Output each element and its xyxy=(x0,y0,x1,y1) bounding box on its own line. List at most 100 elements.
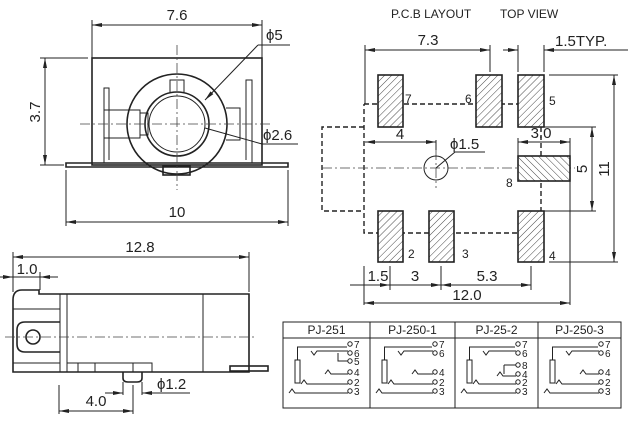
schematic-wire xyxy=(482,350,516,356)
terminal-icon xyxy=(347,379,353,385)
terminal-icon xyxy=(347,388,353,394)
side-view: 12.8 1.0 ϕ1.2 4.0 xyxy=(0,239,269,414)
terminal-label: 7 xyxy=(439,340,445,351)
schematic-wire xyxy=(384,346,432,360)
inner-diameter-label: ϕ2.6 xyxy=(263,127,292,144)
contact-spring xyxy=(381,359,388,384)
terminal-icon xyxy=(347,369,353,375)
schematic-wire xyxy=(300,379,348,385)
pad-8 xyxy=(517,155,571,182)
pin-label: 4 xyxy=(549,249,556,263)
pad-6 xyxy=(475,74,503,128)
terminal-label: 4 xyxy=(522,370,528,381)
terminal-label: 2 xyxy=(439,378,445,389)
terminal-icon xyxy=(515,341,521,347)
terminal-icon xyxy=(432,369,438,375)
hole-offset-dimension: 4 xyxy=(396,126,404,143)
terminal-label: 3 xyxy=(522,387,528,398)
pin-label: 6 xyxy=(465,92,472,106)
terminal-icon xyxy=(347,341,353,347)
schematic-wire xyxy=(460,388,516,394)
hole-diameter-label: ϕ1.5 xyxy=(450,136,479,153)
terminal-label: 4 xyxy=(439,368,445,379)
terminal-icon xyxy=(598,341,604,347)
front-dimension: 1.0 xyxy=(17,261,38,278)
terminal-icon xyxy=(432,388,438,394)
terminal-label: 6 xyxy=(439,349,445,360)
pin-offset-dimension: 4.0 xyxy=(86,393,107,410)
locating-hole xyxy=(423,155,449,181)
overall-width-dimension: 10 xyxy=(169,204,186,221)
schematic-wire xyxy=(496,371,516,377)
outer-diameter-label: ϕ5 xyxy=(266,27,283,44)
terminal-icon xyxy=(515,379,521,385)
terminal-icon xyxy=(515,388,521,394)
terminal-label: 5 xyxy=(354,357,360,368)
schematic-wire xyxy=(288,388,348,394)
pin-label: 7 xyxy=(405,92,412,106)
contact-spring xyxy=(549,359,556,384)
terminal-icon xyxy=(432,379,438,385)
terminal-icon xyxy=(515,362,521,368)
schematic-wire xyxy=(472,379,516,385)
schematic-wire xyxy=(411,369,433,375)
schematic-wire xyxy=(579,369,599,375)
terminal-icon xyxy=(598,350,604,356)
terminal-label: 2 xyxy=(605,378,611,389)
terminal-icon xyxy=(598,388,604,394)
variant-header: PJ-250-1 xyxy=(388,323,437,337)
terminal-label: 6 xyxy=(605,349,611,360)
schematic-wire xyxy=(375,388,433,394)
contact-spring xyxy=(294,359,301,384)
variant-header: PJ-251 xyxy=(307,323,345,337)
terminal-label: 7 xyxy=(605,340,611,351)
pad-2 xyxy=(377,210,404,263)
overall-height-dimension: 11 xyxy=(596,161,613,177)
terminal-icon xyxy=(515,371,521,377)
terminal-label: 3 xyxy=(354,387,360,398)
terminal-label: 6 xyxy=(522,349,528,360)
terminal-label: 2 xyxy=(522,378,528,389)
terminal-label: 2 xyxy=(354,378,360,389)
variants-table: PJ-251765423PJ-250-176423PJ-25-2768423PJ… xyxy=(282,321,622,409)
contact-spring xyxy=(466,359,473,384)
pad8-width-dimension: 3.0 xyxy=(531,125,552,142)
terminal-icon xyxy=(598,369,604,375)
schematic-wire xyxy=(324,369,348,375)
terminal-icon xyxy=(432,341,438,347)
schematic-wire xyxy=(552,346,598,360)
pad-width-dimension: 1.5TYP. xyxy=(555,33,607,50)
terminal-icon xyxy=(432,350,438,356)
variant-header: PJ-250-3 xyxy=(555,323,604,337)
schematic-wire xyxy=(337,353,348,362)
terminal-label: 4 xyxy=(354,368,360,379)
schematic-wire xyxy=(565,350,599,356)
pad-5 xyxy=(517,74,545,128)
bottom-dim-1: 1.5 xyxy=(368,268,389,285)
pad-7 xyxy=(377,74,404,128)
terminal-label: 7 xyxy=(522,340,528,351)
terminal-icon xyxy=(347,358,353,364)
terminal-label: 6 xyxy=(354,349,360,360)
terminal-label: 3 xyxy=(605,387,611,398)
locating-pin xyxy=(122,372,143,383)
terminal-icon xyxy=(515,350,521,356)
top-view-title: TOP VIEW xyxy=(500,7,559,21)
pad-3 xyxy=(428,210,455,263)
pin-label: 8 xyxy=(506,176,513,190)
terminal-icon xyxy=(598,379,604,385)
bottom-dim-3: 5.3 xyxy=(477,268,498,285)
length-dimension: 12.8 xyxy=(125,239,154,256)
overall-width-dimension: 12.0 xyxy=(452,287,481,304)
pcb-layout-title: P.C.B LAYOUT xyxy=(391,7,472,21)
bottom-dim-2: 3 xyxy=(411,268,419,285)
side-body-outline xyxy=(12,289,250,373)
pin-label: 2 xyxy=(408,247,415,261)
schematic-wire xyxy=(397,350,433,356)
terminal-label: 7 xyxy=(354,340,360,351)
schematic-wire xyxy=(555,379,599,385)
terminal-label: 3 xyxy=(439,387,445,398)
height-dimension: 3.7 xyxy=(27,102,44,123)
